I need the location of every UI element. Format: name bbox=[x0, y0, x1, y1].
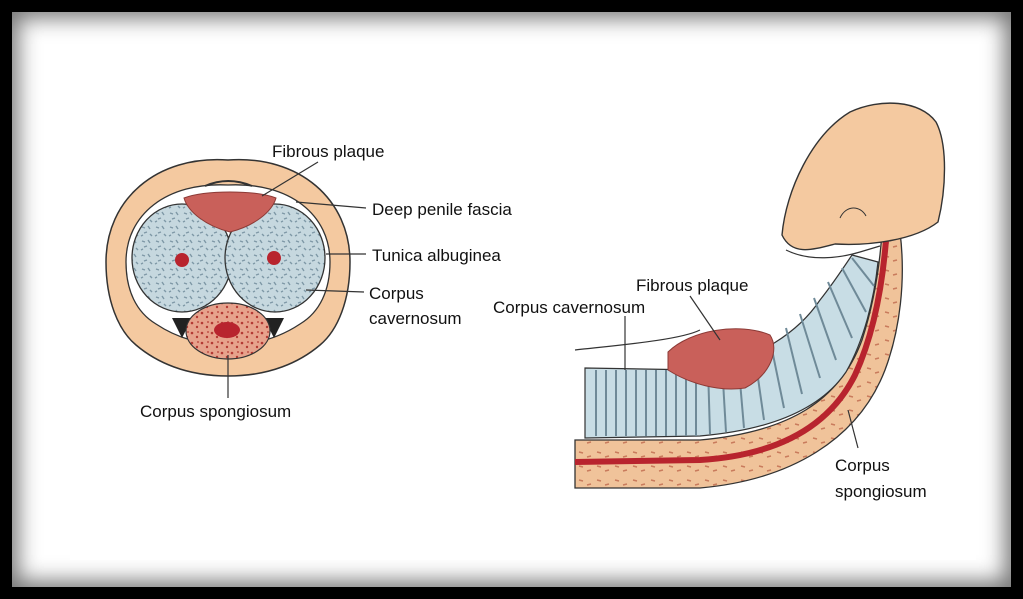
label-tunica-albuginea: Tunica albuginea bbox=[372, 246, 501, 265]
cross-leader-lines bbox=[227, 161, 367, 398]
cross-section bbox=[105, 158, 351, 377]
label-fibrous-plaque-long: Fibrous plaque bbox=[636, 276, 748, 295]
leader-deep-fascia bbox=[295, 201, 367, 209]
long-corona bbox=[785, 245, 881, 259]
long-fibrous-plaque bbox=[667, 328, 775, 390]
label-deep-penile-fascia: Deep penile fascia bbox=[372, 200, 512, 219]
cross-artery-right bbox=[267, 251, 281, 265]
longitudinal-section bbox=[574, 102, 946, 489]
cross-dorsal-vessels bbox=[204, 180, 253, 187]
label-corpus-cavernosum-cross-line1: Corpus bbox=[369, 284, 424, 303]
label-corpus-spongiosum-cross: Corpus spongiosum bbox=[140, 402, 291, 421]
cross-fibrous-plaque bbox=[183, 191, 277, 233]
cross-urethra bbox=[214, 322, 240, 338]
long-dorsal-skin bbox=[574, 329, 701, 351]
label-corpus-cavernosum-cross-line2: cavernosum bbox=[369, 309, 462, 328]
leader-spongiosum-long bbox=[847, 409, 859, 449]
label-fibrous-plaque-cross: Fibrous plaque bbox=[272, 142, 384, 161]
leader-fibrous-plaque-long bbox=[689, 295, 721, 341]
label-corpus-cavernosum-long: Corpus cavernosum bbox=[493, 298, 645, 317]
leader-fibrous-plaque-cross bbox=[261, 161, 319, 197]
leader-cavernosum-cross bbox=[305, 289, 365, 293]
long-urethra-band bbox=[574, 239, 889, 465]
long-glans bbox=[781, 102, 946, 251]
cross-artery-left bbox=[175, 253, 189, 267]
long-glans-detail bbox=[839, 207, 867, 219]
long-leader-lines bbox=[624, 295, 859, 449]
long-cavernosum-trabeculae bbox=[595, 257, 875, 436]
label-corpus-spongiosum-long-line2: spongiosum bbox=[835, 482, 927, 501]
long-corpus-cavernosum bbox=[584, 254, 879, 439]
label-corpus-spongiosum-long-line1: Corpus bbox=[835, 456, 890, 475]
